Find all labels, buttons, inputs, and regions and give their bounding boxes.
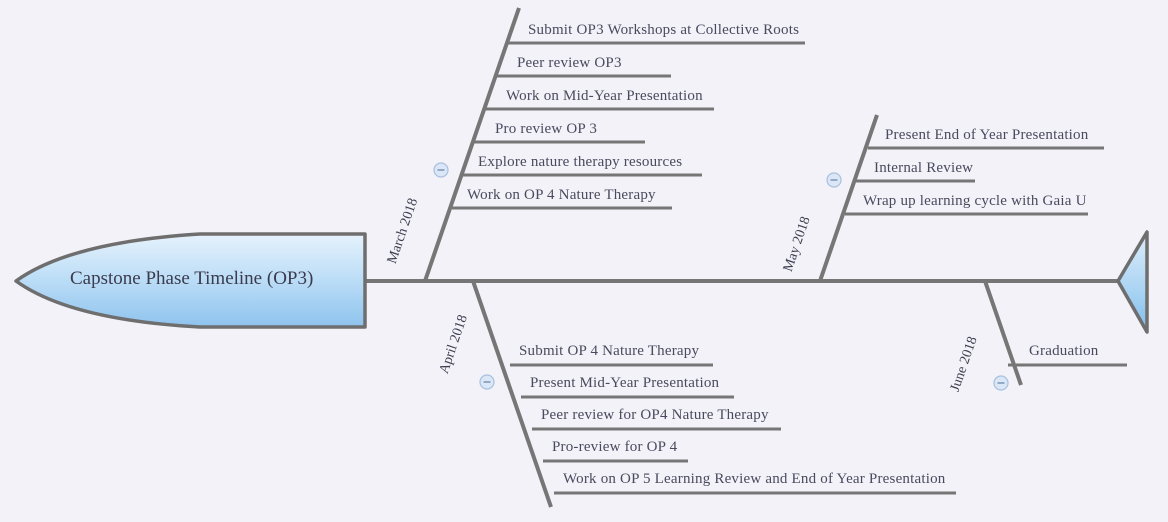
collapse-toggle-june-2018[interactable] — [993, 375, 1009, 391]
branch-item-march-2018-2[interactable]: Work on Mid-Year Presentation — [506, 88, 703, 104]
branch-item-april-2018-1[interactable]: Present Mid-Year Presentation — [530, 375, 720, 391]
branch-line-april-2018[interactable] — [471, 280, 553, 508]
branch-item-march-2018-0[interactable]: Submit OP3 Workshops at Collective Roots — [528, 22, 800, 38]
branch-line-may-2018[interactable] — [818, 114, 879, 282]
branch-item-june-2018-0[interactable]: Graduation — [1029, 343, 1099, 359]
branch-item-april-2018-0[interactable]: Submit OP 4 Nature Therapy — [519, 343, 700, 359]
collapse-toggle-april-2018[interactable] — [479, 374, 495, 390]
branch-line-march-2018[interactable] — [423, 7, 521, 282]
collapse-toggle-may-2018[interactable] — [826, 172, 842, 188]
arrow-tip-shape — [1116, 230, 1149, 334]
branch-item-march-2018-1[interactable]: Peer review OP3 — [517, 55, 622, 71]
branch-item-may-2018-0[interactable]: Present End of Year Presentation — [885, 127, 1089, 143]
branch-item-april-2018-3[interactable]: Pro-review for OP 4 — [552, 439, 678, 455]
branch-item-may-2018-2[interactable]: Wrap up learning cycle with Gaia U — [863, 193, 1087, 209]
branch-item-april-2018-4[interactable]: Work on OP 5 Learning Review and End of … — [563, 471, 946, 487]
collapse-toggle-march-2018[interactable] — [433, 162, 449, 178]
branch-item-march-2018-4[interactable]: Explore nature therapy resources — [478, 154, 683, 170]
head-shape — [14, 232, 367, 329]
branch-item-may-2018-1[interactable]: Internal Review — [874, 160, 974, 176]
page-title: Capstone Phase Timeline (OP3) — [70, 268, 314, 289]
branch-item-march-2018-3[interactable]: Pro review OP 3 — [495, 121, 598, 137]
branch-line-june-2018[interactable] — [983, 280, 1023, 386]
branch-item-march-2018-5[interactable]: Work on OP 4 Nature Therapy — [467, 187, 656, 203]
branch-item-april-2018-2[interactable]: Peer review for OP4 Nature Therapy — [541, 407, 769, 423]
